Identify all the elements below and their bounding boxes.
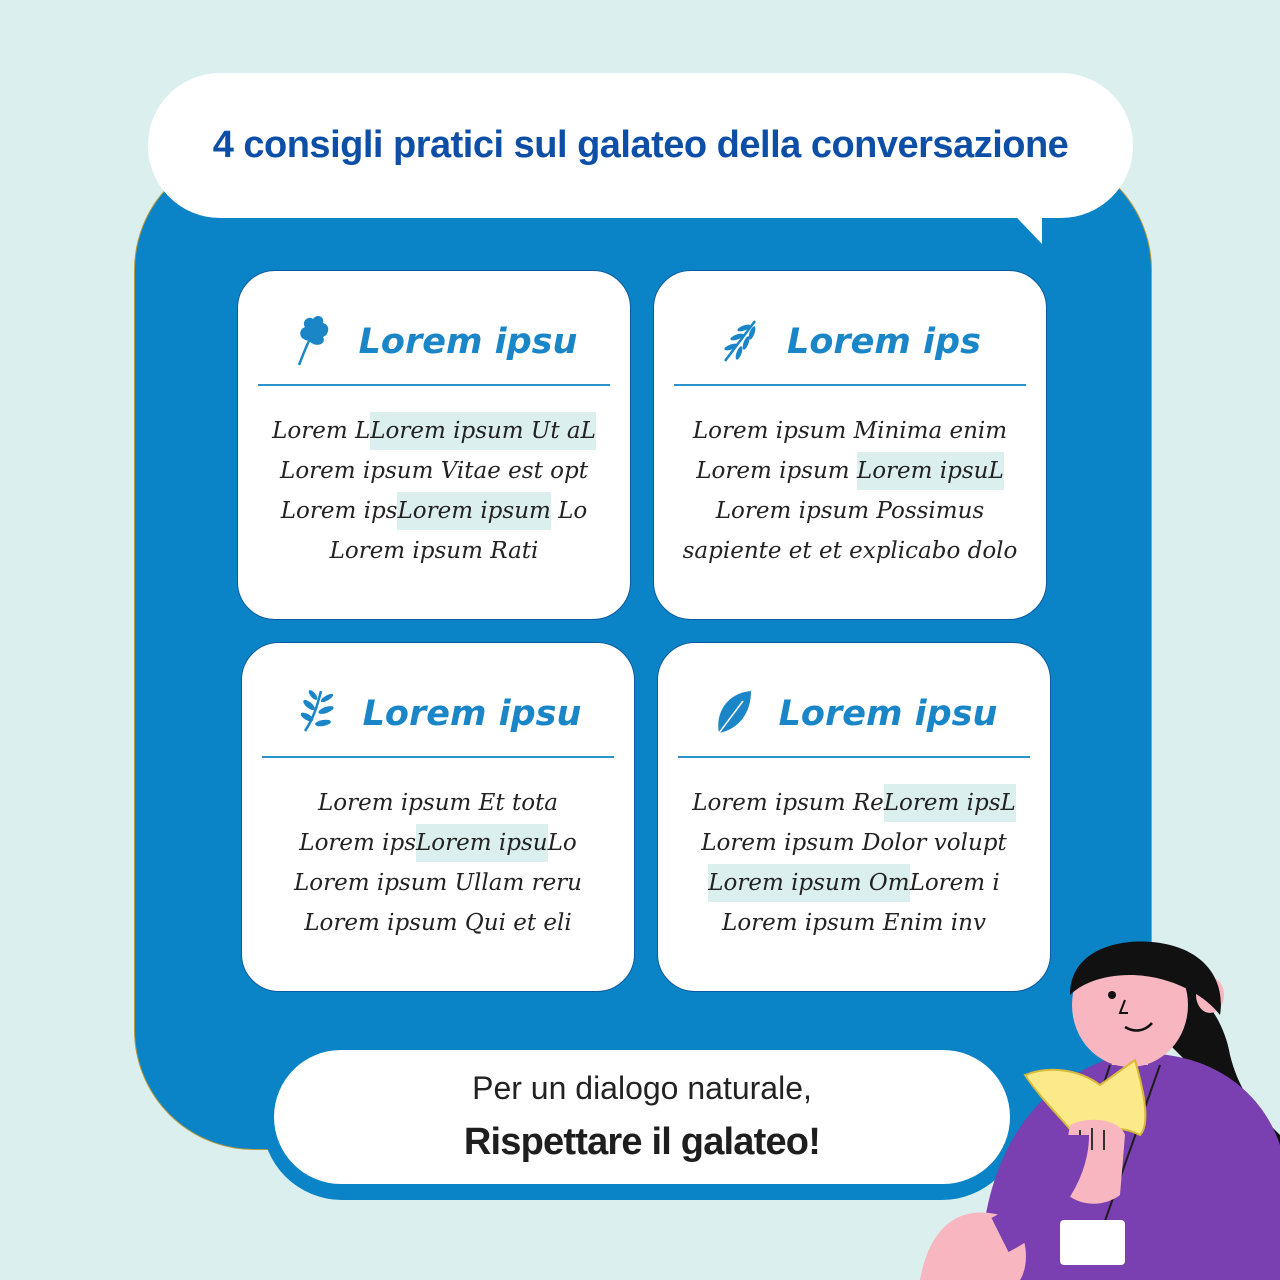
bubble-tail	[1000, 200, 1042, 244]
footer-headline: Rispettare il galateo!	[463, 1121, 821, 1163]
card-line: sapiente et et explicabo dolo	[682, 538, 1018, 564]
tip-card-2: Lorem ips Lorem ipsum Minima enim Lorem …	[653, 270, 1047, 620]
card-line: Lorem ipsum Rati	[329, 538, 539, 564]
card-title: Lorem ipsu	[362, 693, 582, 734]
tip-card-1: Lorem ipsu Lorem LLorem ipsum Ut aL Lore…	[237, 270, 631, 620]
card-line: Lorem ipsum Minima enim	[692, 418, 1008, 444]
highlight: Lorem ipsum Ut aL	[370, 412, 596, 450]
page-title: 4 consigli pratici sul galateo della con…	[212, 124, 1069, 166]
highlight: Lorem ipsL	[883, 784, 1016, 822]
card-body: Lorem ipsum Et tota Lorem ipsLorem ipsuL…	[252, 783, 624, 943]
oak-leaf-icon	[291, 311, 335, 372]
footer-banner: Per un dialogo naturale, Rispettare il g…	[262, 1040, 1022, 1200]
card-title: Lorem ipsu	[778, 693, 998, 734]
card-line: Lorem ipsum Dolor volupt	[701, 830, 1007, 856]
card-line: Lorem ipsum OmLorem i	[668, 863, 1040, 903]
reading-person-illustration	[920, 941, 1280, 1280]
leafy-sprig-icon	[295, 683, 339, 744]
card-header: Lorem ipsu	[678, 671, 1030, 758]
card-header: Lorem ipsu	[258, 299, 610, 386]
card-line: Lorem LLorem ipsum Ut aL	[248, 411, 620, 451]
card-title: Lorem ips	[787, 321, 981, 362]
highlight: Lorem ipsu	[416, 824, 548, 862]
card-body: Lorem ipsum Minima enim Lorem ipsum Lore…	[664, 411, 1036, 571]
card-line: Lorem ipsum ReLorem ipsL	[668, 783, 1040, 823]
title-bubble: 4 consigli pratici sul galateo della con…	[148, 73, 1133, 218]
card-line: Lorem ipsum Vitae est opt	[280, 458, 588, 484]
card-title: Lorem ipsu	[358, 321, 578, 362]
card-line: Lorem ipsum Ullam reru	[293, 870, 582, 896]
card-line: Lorem ipsum Possimus	[715, 498, 985, 524]
tip-card-3: Lorem ipsu Lorem ipsum Et tota Lorem ips…	[241, 642, 635, 992]
tip-card-4: Lorem ipsu Lorem ipsum ReLorem ipsL Lore…	[657, 642, 1051, 992]
card-line: Lorem ipsum Et tota	[317, 790, 559, 816]
highlight: Lorem ipsum	[397, 492, 551, 530]
card-body: Lorem LLorem ipsum Ut aL Lorem ipsum Vit…	[248, 411, 620, 571]
fern-branch-icon	[719, 311, 763, 372]
highlight: Lorem ipsuL	[856, 452, 1004, 490]
footer-inner: Per un dialogo naturale, Rispettare il g…	[274, 1050, 1010, 1184]
single-leaf-icon	[711, 683, 755, 744]
highlight: Lorem ipsum Om	[708, 864, 910, 902]
card-line: Lorem ipsum Lorem ipsuL	[664, 451, 1036, 491]
card-header: Lorem ipsu	[262, 671, 614, 758]
card-body: Lorem ipsum ReLorem ipsL Lorem ipsum Dol…	[668, 783, 1040, 943]
card-line: Lorem ipsLorem ipsuLo	[252, 823, 624, 863]
footer-subtitle: Per un dialogo naturale,	[472, 1070, 812, 1106]
card-line: Lorem ipsum Qui et eli	[304, 910, 572, 936]
card-header: Lorem ips	[674, 299, 1026, 386]
card-line: Lorem ipsum Enim inv	[722, 910, 986, 936]
card-line: Lorem ipsLorem ipsum Lo	[248, 491, 620, 531]
